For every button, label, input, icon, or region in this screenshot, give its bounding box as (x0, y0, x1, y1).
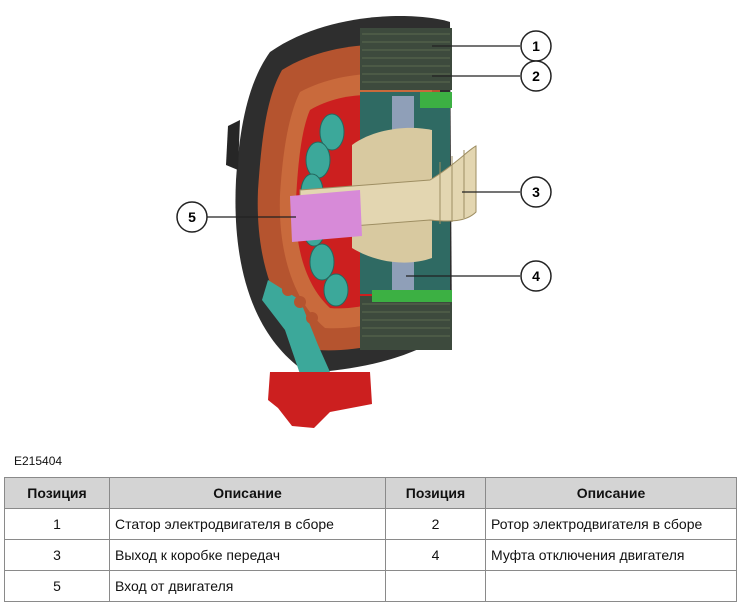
header-position-2: Позиция (385, 477, 486, 509)
cell-position: 5 (4, 570, 110, 602)
callout-5-label: 5 (188, 209, 196, 225)
callout-2: 2 (520, 60, 552, 92)
cell-position: 3 (4, 539, 110, 571)
callout-4-label: 4 (532, 268, 540, 284)
callout-4: 4 (520, 260, 552, 292)
green-seal-bottom (372, 290, 452, 302)
cell-description: Муфта отключения двигателя (485, 539, 737, 571)
figure-code: E215404 (14, 454, 63, 468)
cell-description (485, 570, 737, 602)
cell-description: Ротор электродвигателя в сборе (485, 508, 737, 540)
legend-table: Позиция Описание Позиция Описание 1 Стат… (4, 477, 737, 602)
table-row: 1 Статор электродвигателя в сборе 2 Рото… (4, 508, 737, 540)
callout-1: 1 (520, 30, 552, 62)
table-row: 3 Выход к коробке передач 4 Муфта отключ… (4, 539, 737, 571)
table-row: 5 Вход от двигателя (4, 570, 737, 602)
connector-block (268, 372, 372, 428)
header-position-1: Позиция (4, 477, 110, 509)
cell-position: 4 (385, 539, 486, 571)
motor-cutaway-diagram: 1 2 3 4 5 (176, 15, 552, 428)
left-bracket (226, 120, 240, 170)
callout-3: 3 (520, 176, 552, 208)
callout-3-label: 3 (532, 184, 540, 200)
callout-5: 5 (176, 201, 208, 233)
stator-laminations (360, 28, 452, 90)
cell-description: Выход к коробке передач (109, 539, 386, 571)
green-seal-top (420, 92, 452, 108)
cell-description: Вход от двигателя (109, 570, 386, 602)
cell-position: 1 (4, 508, 110, 540)
cell-position: 2 (385, 508, 486, 540)
callout-1-label: 1 (532, 38, 540, 54)
header-description-1: Описание (109, 477, 386, 509)
header-description-2: Описание (485, 477, 737, 509)
legend-header-row: Позиция Описание Позиция Описание (4, 477, 737, 509)
stator-laminations-lower (360, 296, 452, 350)
input-shaft (290, 190, 362, 242)
cell-description: Статор электродвигателя в сборе (109, 508, 386, 540)
callout-2-label: 2 (532, 68, 540, 84)
cable-bundle (262, 280, 330, 374)
clutch-plates-lower (392, 254, 414, 294)
cell-position (385, 570, 486, 602)
clutch-plates (392, 96, 414, 136)
